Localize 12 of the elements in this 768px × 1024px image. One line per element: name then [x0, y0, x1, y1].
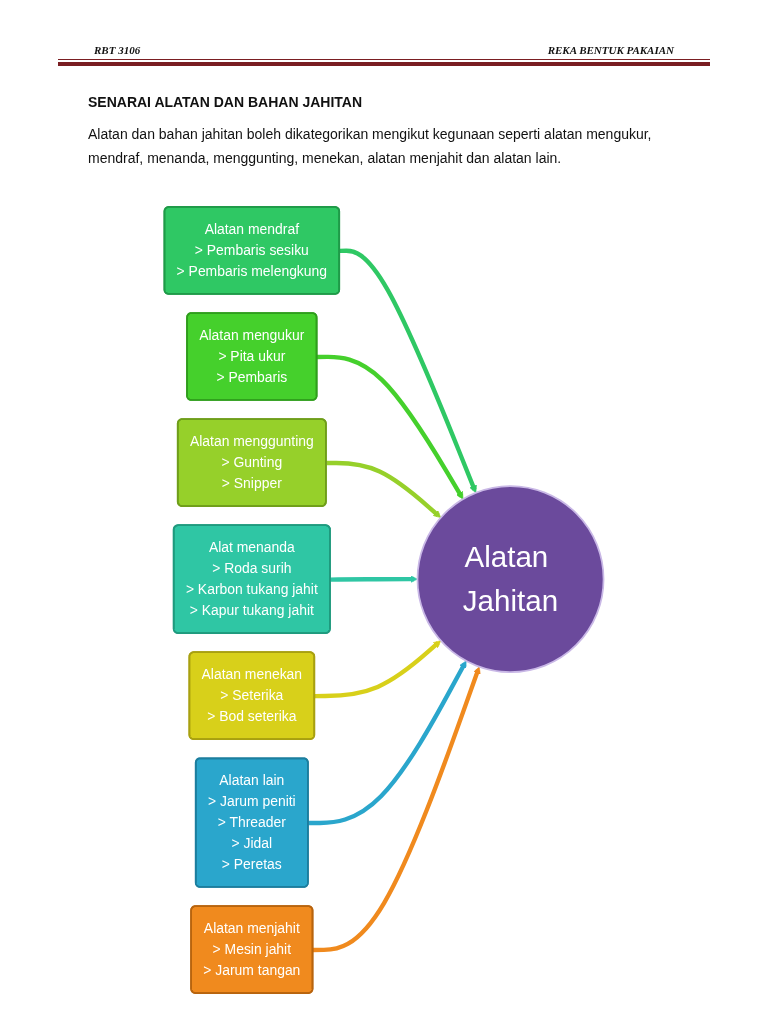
arrow	[317, 354, 464, 500]
arrow	[312, 666, 481, 953]
arrow	[314, 640, 442, 699]
intro-paragraph: Alatan dan bahan jahitan boleh dikategorikan mengikut kegunaan seperti alatan mengukur, mendraf, menanda, menggunting, menekan, alatan menjahit dan alatan lain.	[88, 125, 653, 168]
header-title: REKA BENTUK PAKAIAN	[547, 44, 674, 56]
arrow	[339, 248, 477, 494]
node-circle: Alatan Jahitan	[416, 485, 605, 674]
page-title: SENARAI ALATAN DAN BAHAN JAHITAN	[88, 94, 364, 110]
arrow	[326, 460, 442, 518]
arrow	[308, 660, 467, 826]
course-code: RBT 3106	[94, 44, 141, 56]
arrow	[330, 575, 418, 583]
